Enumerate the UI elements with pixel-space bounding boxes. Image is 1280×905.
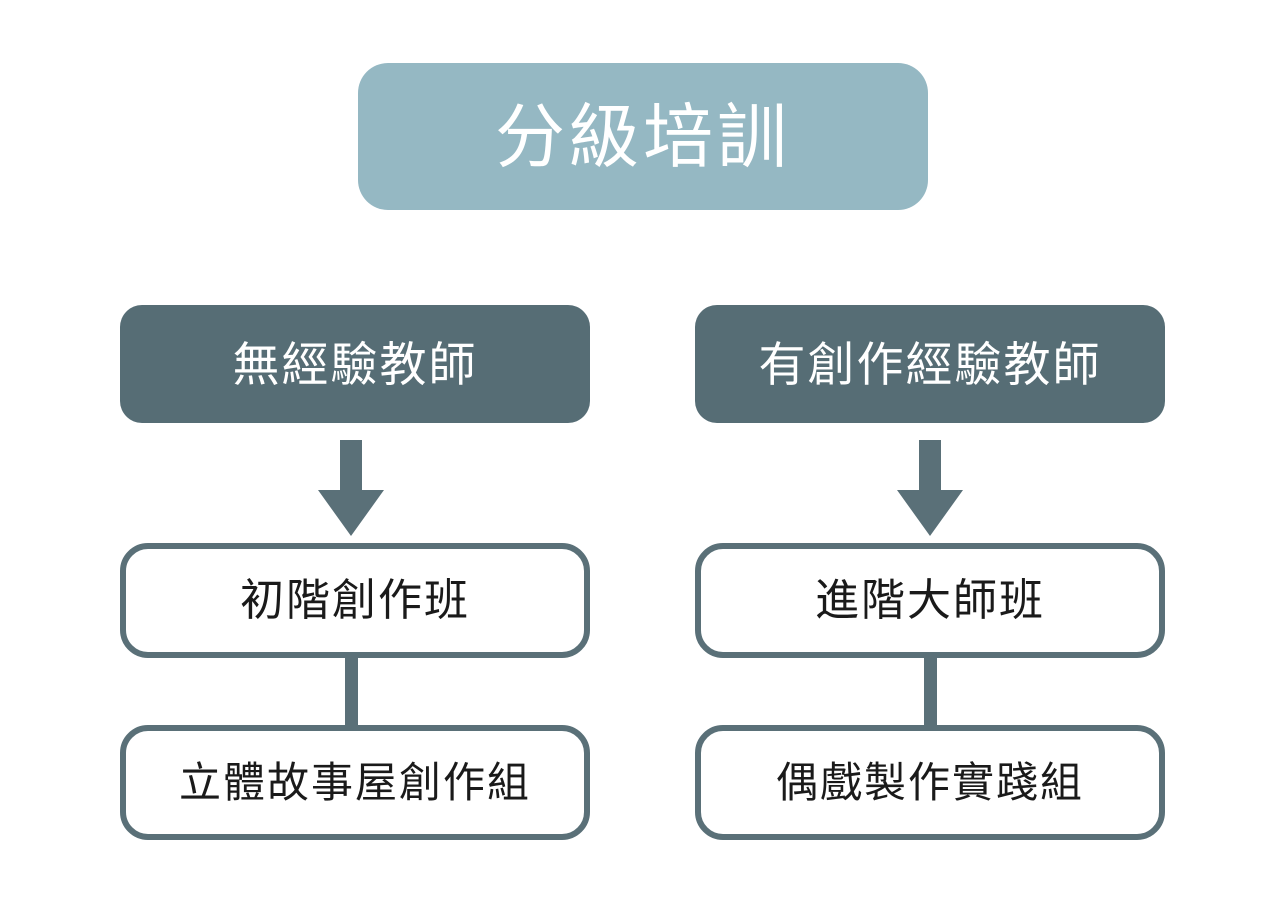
step-box-story-house-group: 立體故事屋創作組 (120, 725, 590, 840)
arrow-down-icon (318, 440, 384, 536)
page-title: 分級培訓 (495, 97, 791, 176)
branch-header-with-experience: 有創作經驗教師 (695, 305, 1165, 423)
branch-header-label: 無經驗教師 (232, 337, 478, 391)
step-box-master-class: 進階大師班 (695, 543, 1165, 658)
diagram-title-banner: 分級培訓 (358, 63, 928, 210)
connector-bar-left (345, 655, 358, 727)
step-box-label: 立體故事屋創作組 (178, 758, 531, 806)
step-box-label: 偶戲製作實踐組 (775, 758, 1084, 806)
branch-header-label: 有創作經驗教師 (758, 337, 1102, 391)
step-box-label: 進階大師班 (815, 575, 1045, 625)
step-box-label: 初階創作班 (240, 575, 470, 625)
branch-header-no-experience: 無經驗教師 (120, 305, 590, 423)
step-box-beginner-class: 初階創作班 (120, 543, 590, 658)
connector-bar-right (924, 655, 937, 727)
step-box-puppet-practice-group: 偶戲製作實踐組 (695, 725, 1165, 840)
arrow-down-icon (897, 440, 963, 536)
